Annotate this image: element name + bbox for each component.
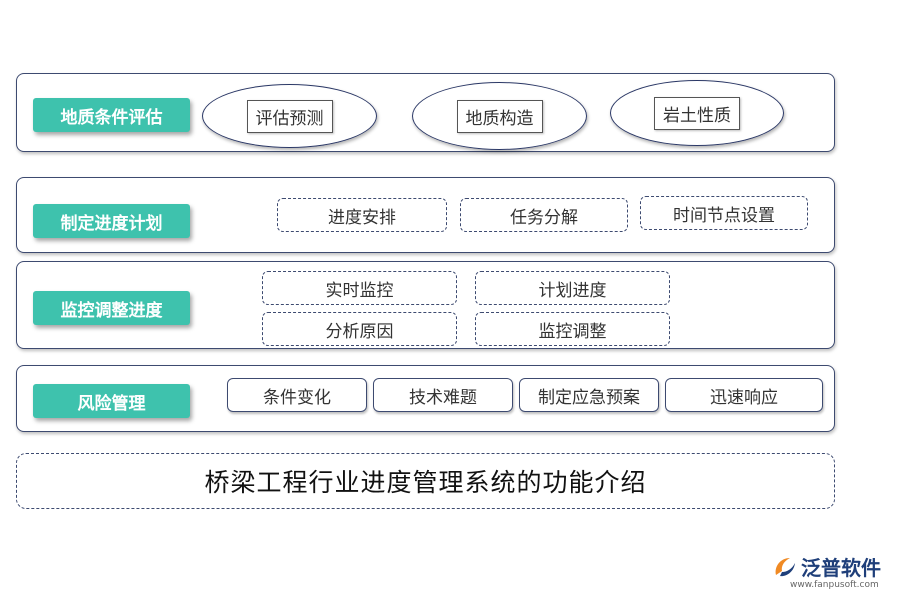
node-technical-difficulty: 技术难题: [373, 378, 513, 412]
node-cause-analysis: 分析原因: [262, 312, 457, 346]
fanpu-logo-icon: [775, 557, 795, 576]
label-risk: 风险管理: [33, 384, 190, 418]
node-geologic-structure-label: 地质构造: [456, 99, 543, 133]
node-task-breakdown: 任务分解: [460, 198, 628, 232]
node-evaluation-forecast-label: 评估预测: [246, 99, 333, 133]
node-geologic-structure: 地质构造: [412, 82, 587, 150]
node-planned-progress: 计划进度: [475, 271, 670, 305]
node-realtime-monitoring: 实时监控: [262, 271, 457, 305]
node-rock-soil-properties-label: 岩土性质: [654, 96, 740, 130]
brand-name: 泛普软件: [801, 556, 881, 580]
diagram-title: 桥梁工程行业进度管理系统的功能介绍: [16, 453, 835, 509]
label-plan: 制定进度计划: [33, 204, 190, 238]
node-condition-change: 条件变化: [227, 378, 367, 412]
brand-url: www.fanpusoft.com: [790, 580, 879, 590]
node-rapid-response: 迅速响应: [665, 378, 823, 412]
node-milestone-setting: 时间节点设置: [640, 196, 808, 230]
node-rock-soil-properties: 岩土性质: [610, 80, 784, 146]
node-emergency-plan: 制定应急预案: [519, 378, 659, 412]
brand-logo: 泛普软件: [772, 552, 881, 581]
node-schedule-arrangement: 进度安排: [277, 198, 447, 232]
node-monitor-adjust: 监控调整: [475, 312, 670, 346]
label-monitor: 监控调整进度: [33, 291, 190, 325]
node-evaluation-forecast: 评估预测: [202, 84, 377, 148]
label-geology: 地质条件评估: [33, 98, 190, 132]
